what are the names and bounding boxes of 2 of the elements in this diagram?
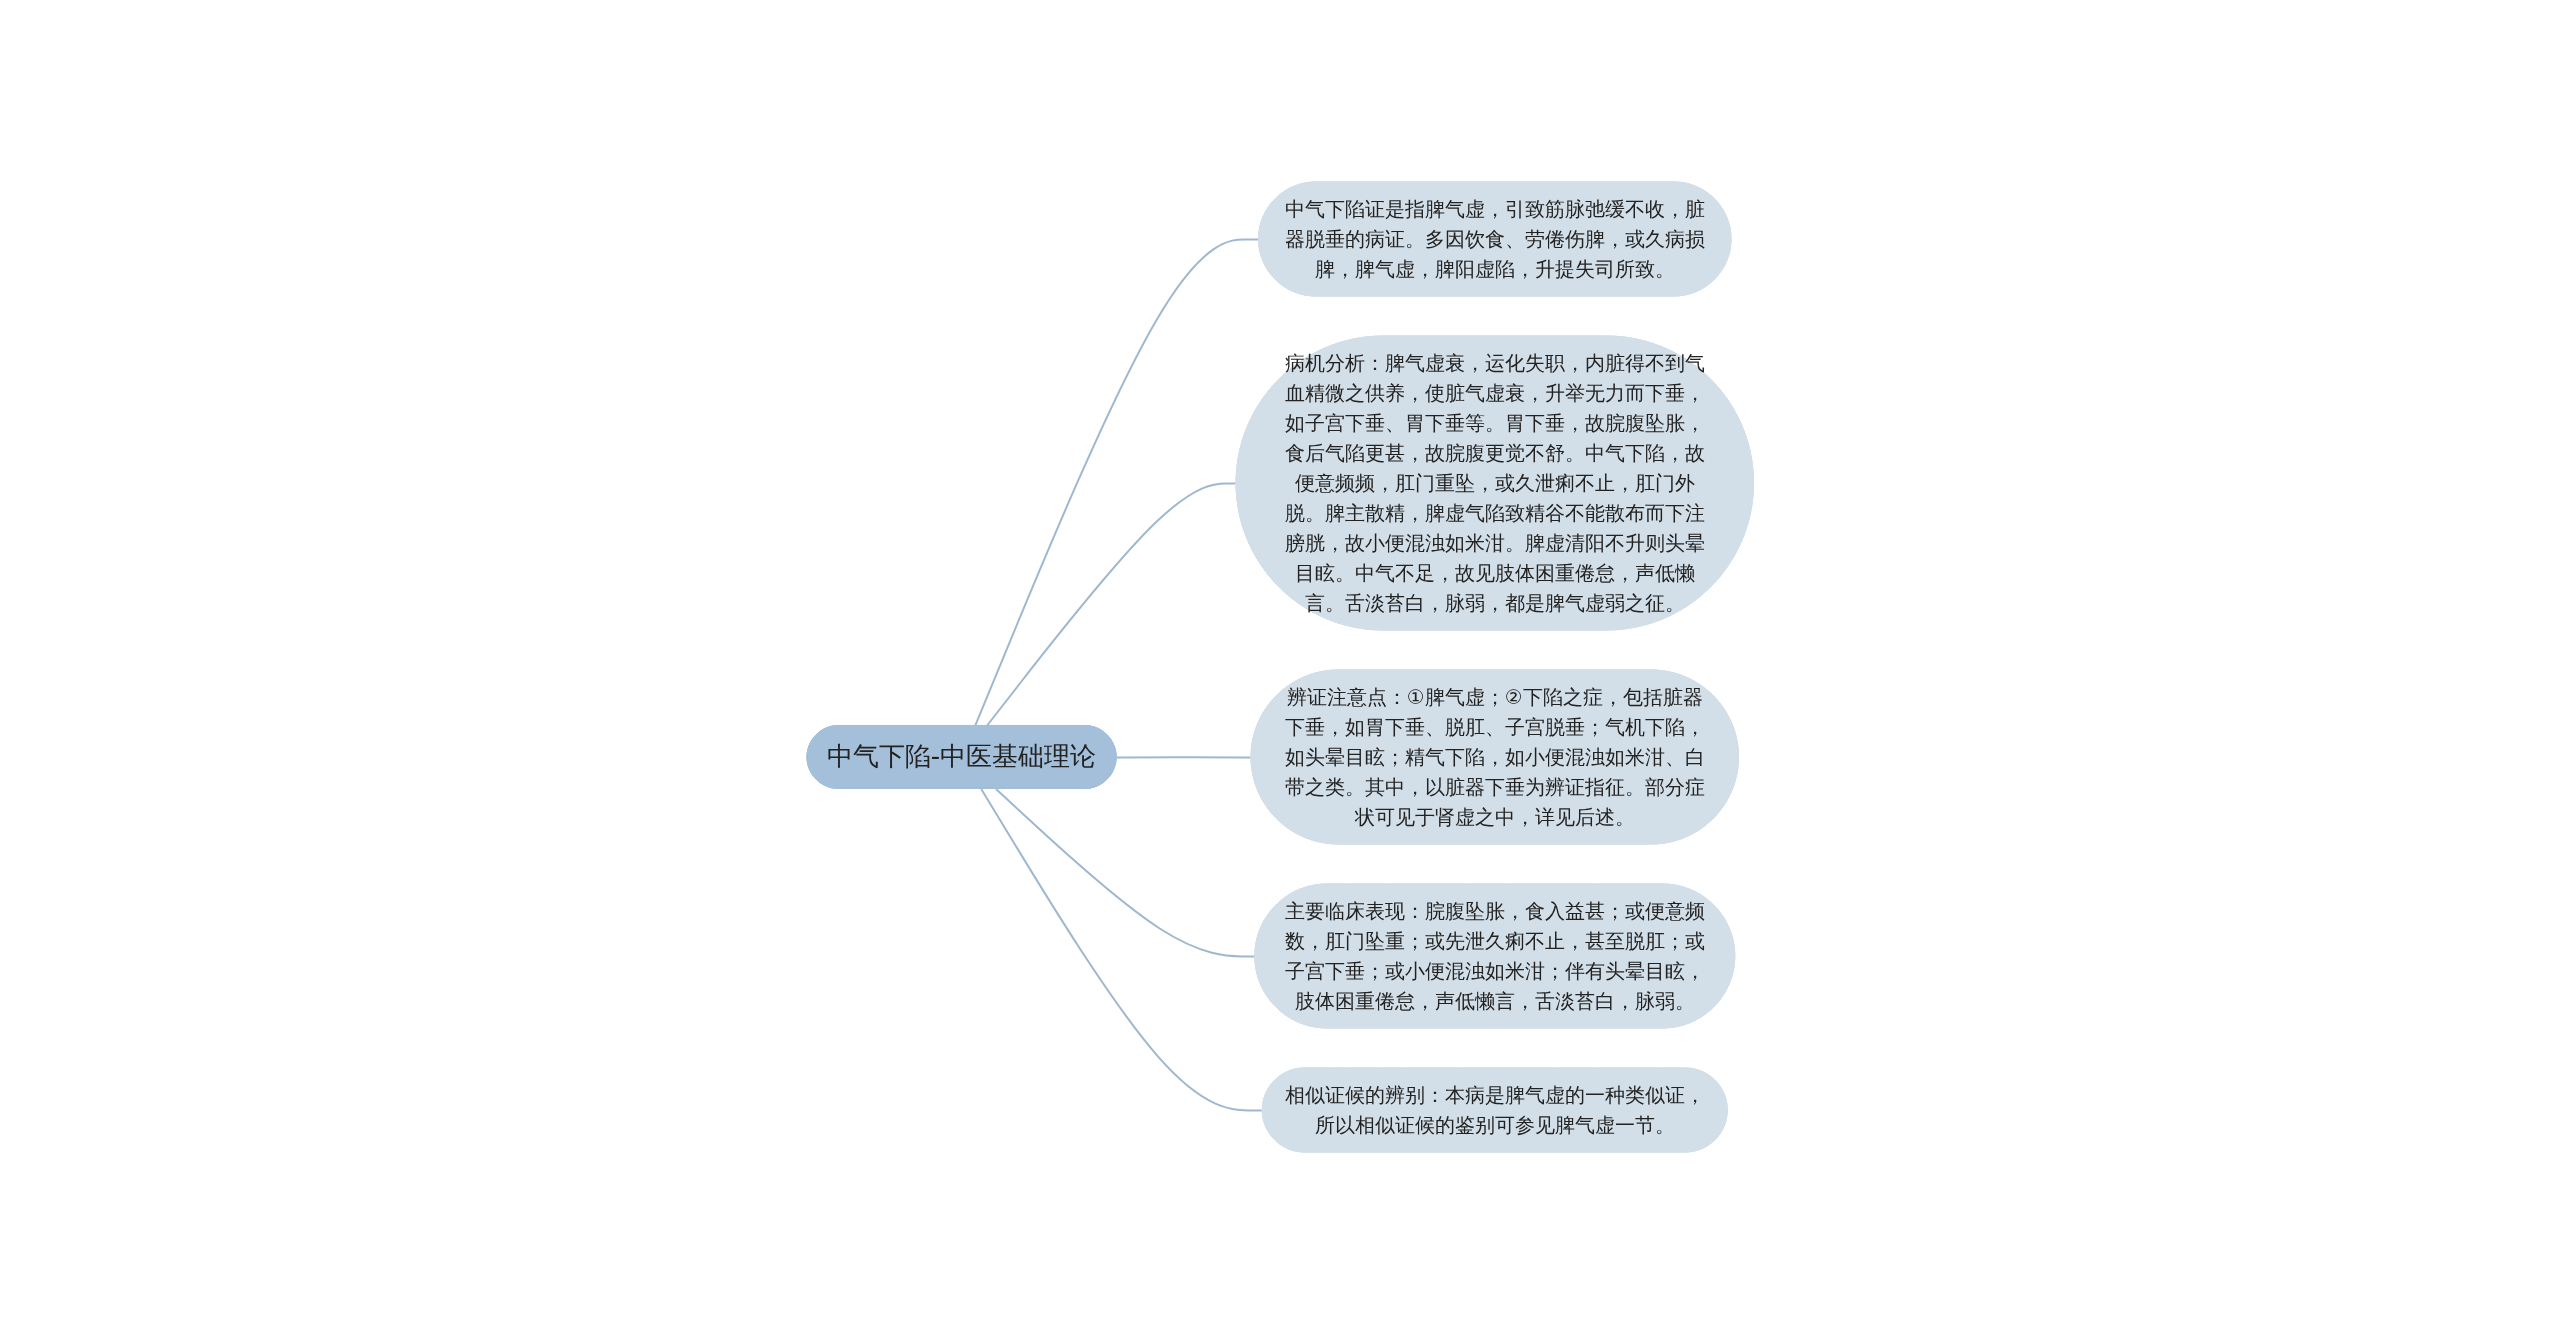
- connector: [973, 238, 1260, 727]
- connector: [979, 788, 1264, 1112]
